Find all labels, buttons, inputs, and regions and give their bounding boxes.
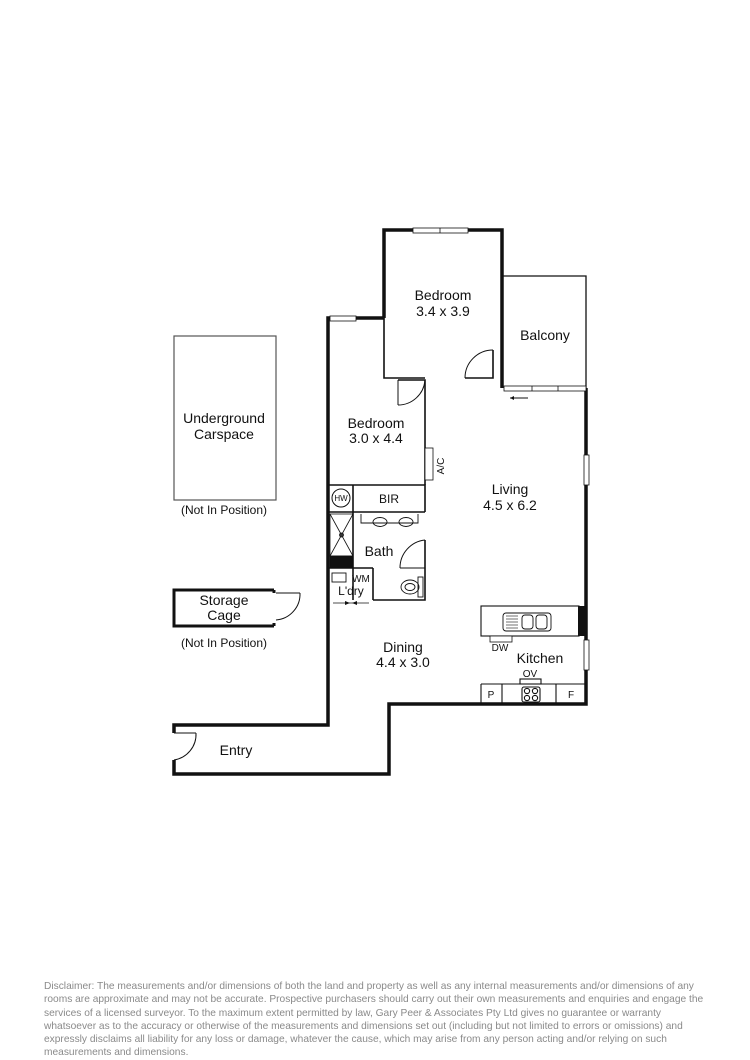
dining-dims: 4.4 x 3.0: [376, 654, 430, 670]
doors: [173, 349, 494, 761]
hot-water: HW: [331, 488, 351, 508]
toilet: [400, 576, 424, 598]
balcony-walls: [502, 275, 587, 388]
bir-label: BIR: [379, 492, 399, 506]
laundry-label: L'dry: [338, 584, 364, 598]
disclaimer-text: Disclaimer: The measurements and/or dime…: [44, 981, 704, 1059]
pantry-label: P: [488, 690, 495, 701]
ov-label: OV: [523, 669, 538, 680]
bedroom1-label: Bedroom: [415, 287, 472, 303]
balcony-label: Balcony: [520, 327, 570, 343]
windows: [329, 227, 590, 671]
living-label: Living: [492, 481, 529, 497]
bath-label: Bath: [365, 543, 394, 559]
ac-label: A/C: [436, 458, 447, 475]
carspace: Underground Carspace (Not In Position): [173, 335, 277, 517]
storage-cage: Storage Cage (Not In Position): [172, 588, 301, 650]
ac-unit: A/C: [424, 447, 447, 481]
storage-label-1: Storage: [199, 592, 248, 608]
hw-label: HW: [334, 494, 348, 503]
wm-label: WM: [352, 574, 370, 585]
storage-label-2: Cage: [207, 607, 241, 623]
kitchen-island: DW: [480, 605, 586, 654]
carspace-label-1: Underground: [183, 410, 265, 426]
kitchen-label: Kitchen: [517, 650, 564, 666]
laundry: WM L'dry: [331, 572, 370, 605]
shower: [329, 513, 354, 569]
fridge-label: F: [568, 690, 574, 701]
living-dims: 4.5 x 6.2: [483, 497, 537, 513]
kitchen-bench: [480, 678, 586, 704]
bedroom1-dims: 3.4 x 3.9: [416, 303, 470, 319]
dining-label: Dining: [383, 639, 423, 655]
dw-label: DW: [492, 643, 509, 654]
carspace-note: (Not In Position): [181, 503, 267, 517]
carspace-label-2: Carspace: [194, 426, 254, 442]
vanity: [360, 514, 419, 527]
bedroom2-label: Bedroom: [348, 415, 405, 431]
entry-label: Entry: [220, 742, 253, 758]
bedroom2-dims: 3.0 x 4.4: [349, 430, 403, 446]
storage-note: (Not In Position): [181, 636, 267, 650]
